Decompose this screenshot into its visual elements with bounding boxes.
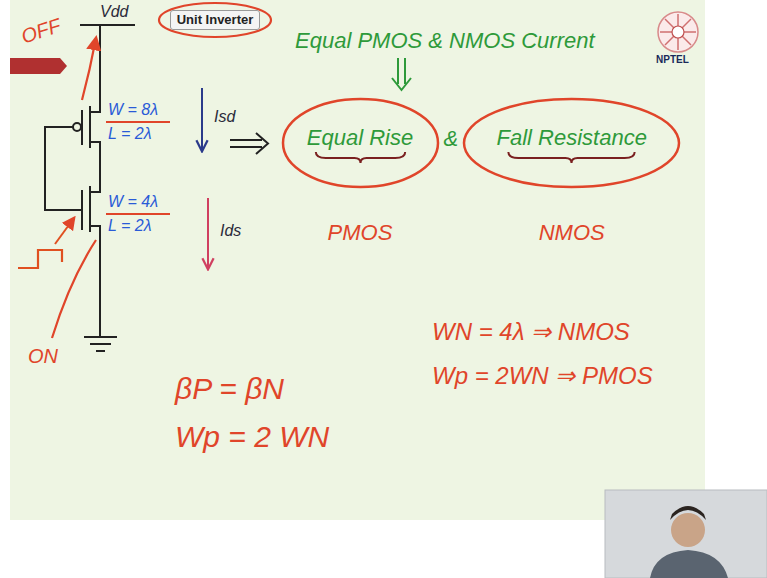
supply-label: Vdd xyxy=(100,3,128,21)
logo-ring xyxy=(658,12,698,52)
current-arrow xyxy=(201,88,203,150)
title-circle xyxy=(159,3,271,37)
curly-brace xyxy=(315,152,404,163)
pmos-bubble xyxy=(73,123,81,131)
implies-arrow xyxy=(230,133,268,154)
logo-spokes xyxy=(660,14,696,50)
presenter-head xyxy=(671,513,705,547)
ground-symbol xyxy=(84,337,117,351)
vdd-rail xyxy=(80,24,135,26)
on-stroke xyxy=(52,240,96,338)
presenter-hair xyxy=(670,506,706,520)
note-text: Equal PMOS & NMOS Current xyxy=(295,28,595,53)
circle-outline xyxy=(283,99,438,187)
circled-phrase: Equal Rise xyxy=(281,97,440,189)
dimension-label: W = 8λ xyxy=(108,101,158,119)
conjunction-text: & xyxy=(444,126,459,151)
webcam-border xyxy=(605,490,767,578)
equation-text: Wp = 2 WN xyxy=(175,420,329,455)
webcam-frame xyxy=(605,490,767,578)
implies-head xyxy=(392,78,411,90)
circled-phrase: Fall Resistance xyxy=(462,97,681,189)
logo-text: NPTEL xyxy=(656,54,689,66)
logo-hub xyxy=(672,26,684,38)
underline xyxy=(106,213,170,215)
underline xyxy=(106,121,170,123)
dimension-label: L = 2λ xyxy=(108,217,152,235)
device-label: NMOS xyxy=(539,220,605,245)
equation-text: WN = 4λ ⇒ NMOS xyxy=(432,318,630,346)
presenter-body xyxy=(650,550,728,578)
node-text: Equal Rise xyxy=(307,125,413,150)
slide-ground xyxy=(10,0,705,520)
dimension-label: L = 2λ xyxy=(108,125,152,143)
nmos-gate xyxy=(81,190,83,230)
webcam-inset xyxy=(605,490,767,578)
node-text: Fall Resistance xyxy=(496,125,646,150)
step-arrow xyxy=(55,218,74,244)
equation-text: Wp = 2WN ⇒ PMOS xyxy=(432,362,653,390)
state-label: ON xyxy=(28,345,58,368)
off-arrow xyxy=(82,38,96,100)
current-label: Isd xyxy=(214,108,235,126)
slide-title: Unit Inverter xyxy=(170,10,261,31)
implies-shaft xyxy=(398,58,405,84)
input-wire xyxy=(45,127,82,210)
current-arrow xyxy=(207,198,209,268)
implies-down-arrow xyxy=(392,58,411,90)
output-wire xyxy=(90,142,100,192)
current-label: Ids xyxy=(220,222,241,240)
red-tab xyxy=(10,58,67,74)
curly-brace xyxy=(509,152,635,163)
implies-head xyxy=(256,133,268,154)
inverter-schematic xyxy=(45,25,135,351)
device-label: PMOS xyxy=(328,220,393,245)
circle-outline xyxy=(464,99,679,187)
nptel-logo xyxy=(658,12,698,52)
input-step xyxy=(18,250,62,268)
equation-text: βP = βN xyxy=(175,372,284,407)
dimension-label: W = 4λ xyxy=(108,193,158,211)
implies-shaft xyxy=(230,140,262,147)
